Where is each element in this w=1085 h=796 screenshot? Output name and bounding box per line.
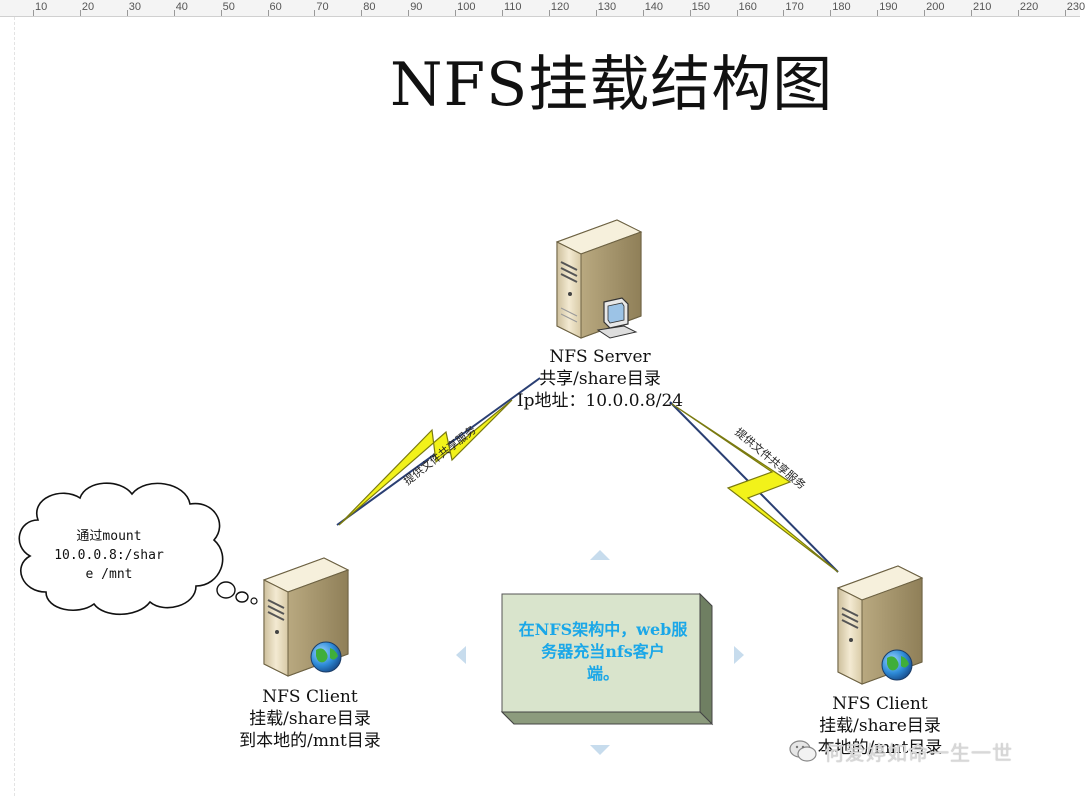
ruler-tick xyxy=(220,10,222,16)
ruler-tick xyxy=(79,10,81,16)
client-right-mount: 挂载/share目录 xyxy=(819,716,941,736)
server-share: 共享/share目录 xyxy=(539,369,661,389)
ruler-tick-label: 210 xyxy=(973,1,992,13)
watermark-text: 何爱婷如命一生一世 xyxy=(824,740,1013,765)
globe-left-icon xyxy=(310,641,342,673)
ruler-tick-label: 200 xyxy=(926,1,945,13)
arrow-left-icon xyxy=(456,646,466,664)
ruler-tick-label: 50 xyxy=(222,1,235,13)
ruler: 10 20 30 40 50 60 70 80 90 100 110 120 130 140 150 160 1… xyxy=(0,0,1085,17)
client-right-target: 本地的/mnt目录 xyxy=(817,738,943,758)
thought-cloud xyxy=(18,482,258,615)
client-left-target: 到本地的/mnt目录 xyxy=(239,731,381,751)
note-line-2: 务器充当nfs客户 xyxy=(541,642,665,661)
ruler-tick-label: 230 xyxy=(1066,1,1085,13)
server-caption: NFS Server 共享/share目录 Ip地址：10.0.0.8/24 xyxy=(490,346,710,412)
watermark: 何爱婷如命一生一世 xyxy=(788,736,1013,766)
ruler-tick-label: 150 xyxy=(691,1,710,13)
server-ip: Ip地址：10.0.0.8/24 xyxy=(516,391,684,411)
arrow-up-icon xyxy=(590,550,610,560)
link-right xyxy=(669,401,839,573)
ruler-tick-label: 220 xyxy=(1019,1,1039,13)
page-margin-guide xyxy=(14,17,15,796)
ruler-tick xyxy=(408,10,410,16)
ruler-tick xyxy=(548,10,550,16)
ruler-tick xyxy=(642,10,644,16)
ruler-tick xyxy=(33,10,34,16)
cloud-text: 通过mount 10.0.0.8:/shar e /mnt xyxy=(44,527,174,584)
ruler-tick xyxy=(830,10,832,16)
ruler-tick xyxy=(736,10,738,16)
diagram-title: NFS挂载结构图 xyxy=(390,50,834,120)
ruler-tick-label: 130 xyxy=(597,1,617,13)
client-left-name: NFS Client xyxy=(262,687,358,707)
ruler-tick xyxy=(314,10,316,16)
ruler-tick xyxy=(1017,10,1019,16)
ruler-tick xyxy=(267,10,269,16)
globe-right-icon xyxy=(881,649,913,681)
ruler-tick-label: 110 xyxy=(504,1,522,13)
ruler-tick-label: 170 xyxy=(785,1,804,13)
ruler-tick-label: 40 xyxy=(175,1,188,13)
ruler-tick xyxy=(173,10,175,16)
ruler-tick xyxy=(783,10,785,16)
ruler-tick xyxy=(361,10,363,16)
link-left xyxy=(336,377,541,526)
ruler-tick-label: 10 xyxy=(35,1,48,13)
note-text[interactable]: 在NFS架构中，web服 务器充当nfs客户 端。 xyxy=(508,619,698,685)
ruler-tick-label: 90 xyxy=(410,1,423,13)
note-box xyxy=(500,592,714,726)
ruler-tick xyxy=(1064,10,1066,16)
ruler-tick-label: 190 xyxy=(879,1,898,13)
cloud-line-3: e /mnt xyxy=(85,567,133,582)
lightning-left-icon xyxy=(338,399,513,526)
ruler-tick-label: 60 xyxy=(269,1,282,13)
ruler-tick xyxy=(689,10,691,16)
client-right-caption: NFS Client 挂载/share目录 本地的/mnt目录 xyxy=(770,693,990,759)
ruler-tick xyxy=(971,10,972,16)
ruler-tick-label: 80 xyxy=(363,1,376,13)
cloud-line-1: 通过mount xyxy=(76,529,142,544)
computer-icon xyxy=(596,297,638,339)
server-name: NFS Server xyxy=(549,347,651,367)
lightning-right-icon xyxy=(671,403,839,573)
ruler-tick xyxy=(126,10,128,16)
ruler-tick xyxy=(924,10,926,16)
cloud-line-2: 10.0.0.8:/shar xyxy=(54,548,164,563)
client-left-caption: NFS Client 挂载/share目录 到本地的/mnt目录 xyxy=(200,686,420,752)
ruler-tick-label: 120 xyxy=(550,1,570,13)
ruler-tick-label: 20 xyxy=(81,1,95,13)
ruler-tick-label: 180 xyxy=(832,1,851,13)
ruler-tick-label: 160 xyxy=(738,1,757,13)
note-line-1: 在NFS架构中，web服 xyxy=(518,620,688,639)
ruler-tick-label: 70 xyxy=(316,1,329,13)
resize-handles xyxy=(456,550,744,755)
ruler-tick xyxy=(455,10,457,16)
ruler-tick xyxy=(595,10,597,16)
client-right-name: NFS Client xyxy=(832,694,928,714)
ruler-tick xyxy=(877,10,879,16)
client-left-mount: 挂载/share目录 xyxy=(249,709,371,729)
wechat-icon xyxy=(789,740,817,762)
ruler-tick xyxy=(502,10,503,16)
arrow-down-icon xyxy=(590,745,610,755)
ruler-tick-label: 140 xyxy=(644,1,664,13)
note-line-3: 端。 xyxy=(586,664,619,683)
ruler-tick-label: 100 xyxy=(457,1,476,13)
arrow-right-icon xyxy=(734,646,744,664)
ruler-tick-label: 30 xyxy=(128,1,142,13)
